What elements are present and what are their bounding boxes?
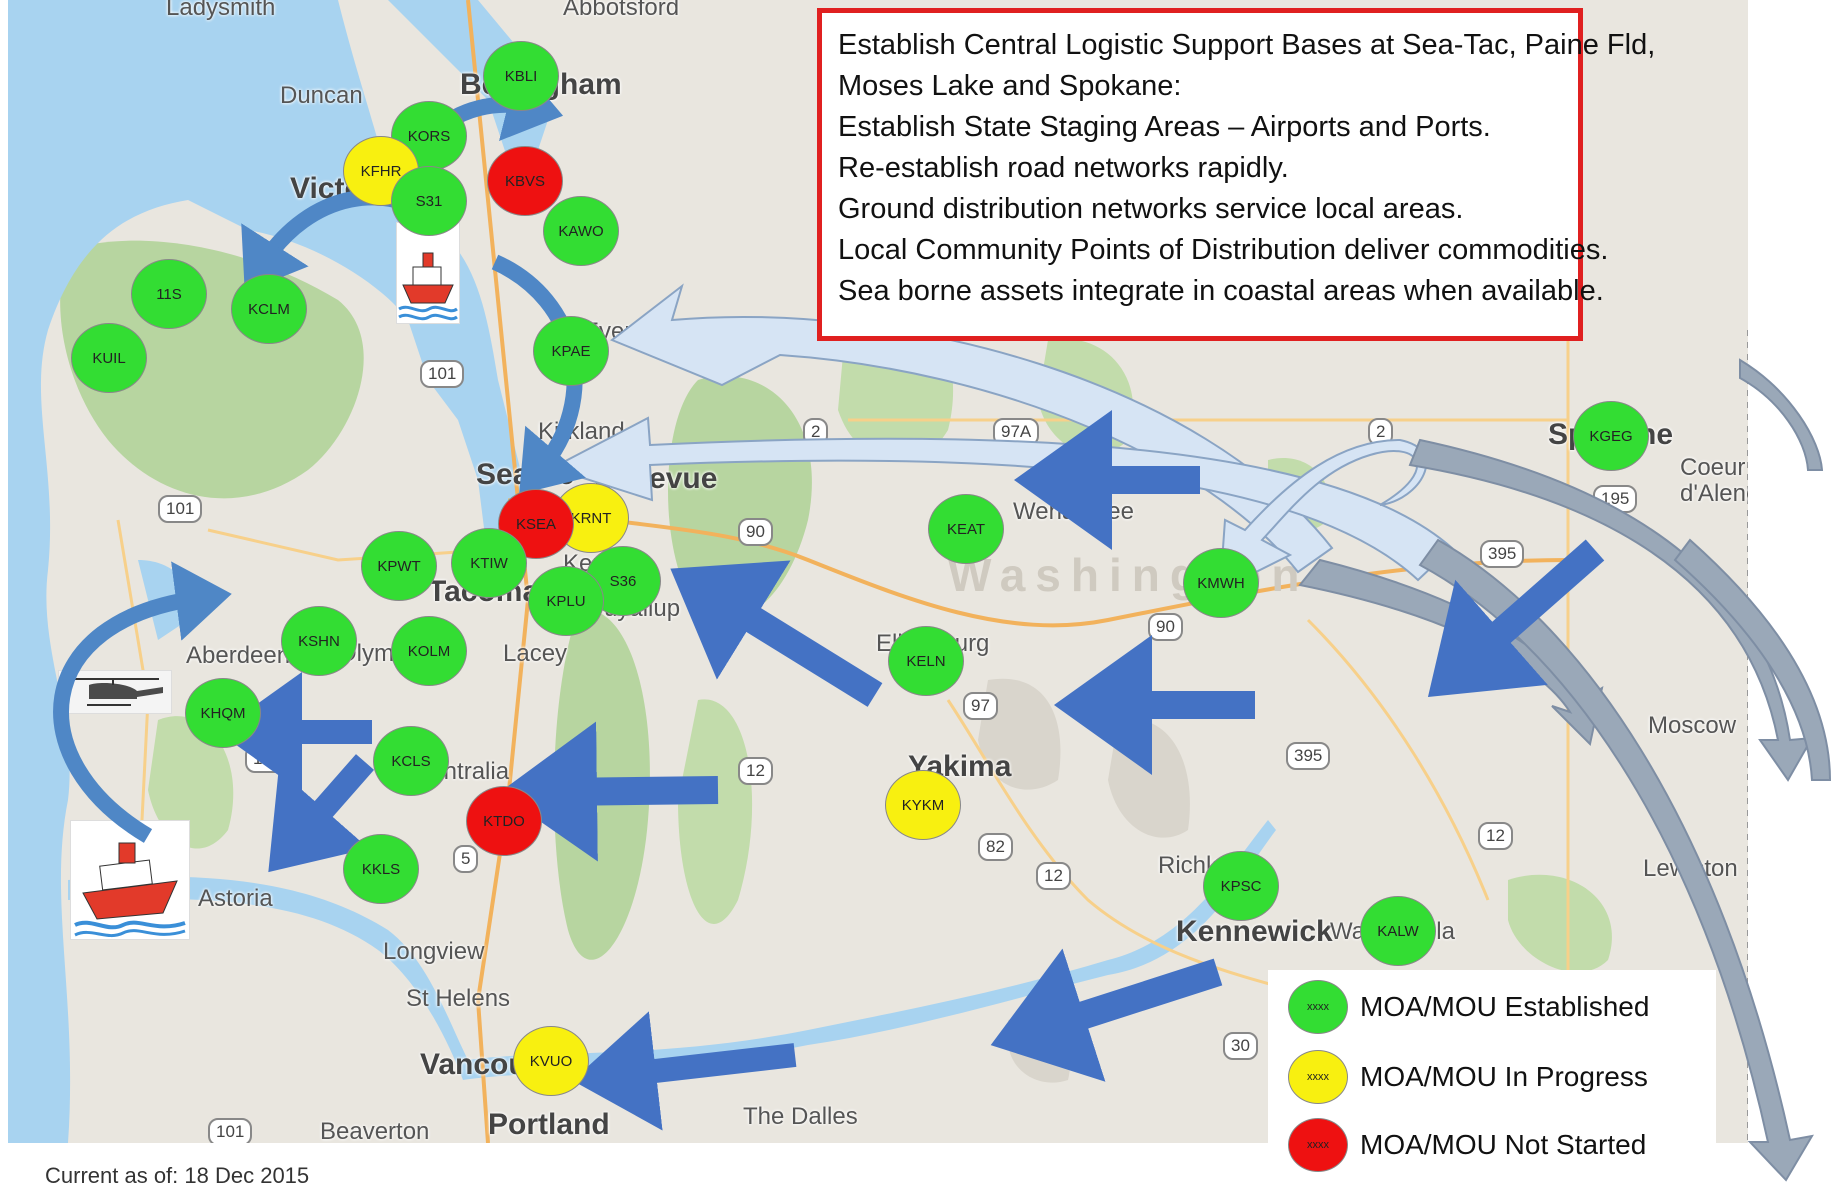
airport-marker-kkls[interactable]: KKLS	[343, 834, 419, 904]
strategy-info-box: Establish Central Logistic Support Bases…	[817, 8, 1656, 341]
airport-marker-kalw[interactable]: KALW	[1360, 896, 1436, 966]
ground-arrow	[268, 754, 375, 873]
legend-swatch: xxxx	[1288, 1118, 1348, 1172]
airport-marker-11s[interactable]: 11S	[131, 259, 207, 329]
route-shield-5: 5	[453, 845, 479, 873]
city-label-lacey: Lacey	[503, 640, 568, 667]
airport-marker-kawo[interactable]: KAWO	[543, 196, 619, 266]
airport-marker-ktiw[interactable]: KTIW	[451, 528, 527, 598]
airport-marker-kcls[interactable]: KCLS	[373, 726, 449, 796]
city-label-coeur-dalene: Coeur d'Alene	[1680, 455, 1748, 507]
info-line: Establish State Staging Areas – Airports…	[838, 111, 1491, 143]
airport-marker-kvuo[interactable]: KVUO	[513, 1026, 589, 1096]
ground-arrow	[670, 560, 883, 707]
city-label-duncan: Duncan	[280, 82, 363, 109]
route-shield-12: 12	[1036, 862, 1071, 890]
airport-marker-kpwt[interactable]: KPWT	[361, 531, 437, 601]
legend: xxxx MOA/MOU Established xxxx MOA/MOU In…	[1268, 970, 1716, 1187]
route-shield-101: 101	[208, 1118, 253, 1143]
ship-picture	[396, 222, 460, 324]
airport-marker-khqm[interactable]: KHQM	[185, 678, 261, 748]
city-label-kennewick: Kennewick	[1176, 915, 1333, 948]
airport-marker-kshn[interactable]: KSHN	[281, 606, 357, 676]
airport-marker-s31[interactable]: S31	[391, 166, 467, 236]
legend-label: MOA/MOU Not Started	[1360, 1129, 1647, 1160]
info-line: Ground distribution networks service loc…	[838, 193, 1464, 225]
airport-marker-kmwh[interactable]: KMWH	[1183, 548, 1259, 618]
city-label-aberdeen: Aberdeen	[186, 642, 291, 669]
route-shield-395: 395	[1286, 742, 1331, 770]
broad-arrow	[1739, 358, 1824, 471]
broad-arrow	[1673, 538, 1832, 781]
airport-marker-kgeg[interactable]: KGEG	[1573, 401, 1649, 471]
airport-marker-kolm[interactable]: KOLM	[391, 616, 467, 686]
airport-marker-kpae[interactable]: KPAE	[533, 316, 609, 386]
city-label-beaverton: Beaverton	[320, 1118, 430, 1143]
ship-icon	[74, 842, 186, 938]
airport-marker-kpsc[interactable]: KPSC	[1203, 851, 1279, 921]
legend-swatch: xxxx	[1288, 980, 1348, 1034]
city-label-astoria: Astoria	[198, 885, 273, 912]
info-line: Establish Central Logistic Support Bases…	[838, 29, 1656, 61]
city-label-ladysmith: Ladysmith	[166, 0, 276, 21]
route-shield-395: 395	[1480, 540, 1525, 568]
airport-marker-kykm[interactable]: KYKM	[885, 770, 961, 840]
ground-arrow	[990, 948, 1223, 1082]
route-shield-90: 90	[1148, 613, 1183, 641]
legend-item-in-progress: xxxx MOA/MOU In Progress	[1288, 1050, 1648, 1104]
ground-arrow	[572, 1011, 797, 1131]
route-shield-12: 12	[738, 757, 773, 785]
city-label-st-helens: St Helens	[406, 985, 511, 1012]
airport-marker-kuil[interactable]: KUIL	[71, 323, 147, 393]
city-label-abbotsford: Abbotsford	[563, 0, 680, 21]
helicopter-icon	[69, 678, 163, 706]
legend-label: MOA/MOU In Progress	[1360, 1061, 1648, 1092]
helicopter-picture	[58, 670, 172, 714]
ground-arrow	[499, 721, 719, 862]
route-shield-90: 90	[738, 518, 773, 546]
route-shield-97: 97	[963, 692, 998, 720]
airport-marker-ktdo[interactable]: KTDO	[466, 786, 542, 856]
info-line: Sea borne assets integrate in coastal ar…	[838, 275, 1604, 307]
airport-marker-keat[interactable]: KEAT	[928, 494, 1004, 564]
airport-marker-kbvs[interactable]: KBVS	[487, 146, 563, 216]
broad-arrow	[549, 416, 1454, 582]
city-label-moscow: Moscow	[1648, 712, 1737, 739]
airport-marker-kplu[interactable]: KPLU	[528, 566, 604, 636]
ship-picture	[70, 820, 190, 940]
current-as-of-note: Current as of: 18 Dec 2015	[45, 1163, 310, 1188]
route-shield-82: 82	[978, 833, 1013, 861]
city-label-longview: Longview	[383, 938, 485, 965]
ship-icon	[398, 252, 458, 321]
route-shield-101: 101	[158, 495, 203, 523]
curved-arrow	[53, 561, 232, 843]
broad-arrow	[1418, 538, 1814, 1182]
info-line: Re-establish road networks rapidly.	[838, 152, 1289, 184]
airport-marker-kbli[interactable]: KBLI	[483, 41, 559, 111]
legend-item-not-started: xxxx MOA/MOU Not Started	[1288, 1118, 1646, 1172]
airport-marker-keln[interactable]: KELN	[888, 626, 964, 696]
route-shield-30: 30	[1223, 1032, 1258, 1060]
city-label-the-dalles: The Dalles	[743, 1103, 858, 1130]
info-line: Moses Lake and Spokane:	[838, 70, 1182, 102]
info-line: Local Community Points of Distribution d…	[838, 234, 1609, 266]
legend-label: MOA/MOU Established	[1360, 991, 1650, 1022]
legend-item-established: xxxx MOA/MOU Established	[1288, 980, 1649, 1034]
route-shield-12: 12	[1478, 822, 1513, 850]
route-shield-101: 101	[420, 360, 465, 388]
airport-marker-kclm[interactable]: KCLM	[231, 274, 307, 344]
legend-swatch: xxxx	[1288, 1050, 1348, 1104]
ground-arrow	[1427, 539, 1605, 697]
